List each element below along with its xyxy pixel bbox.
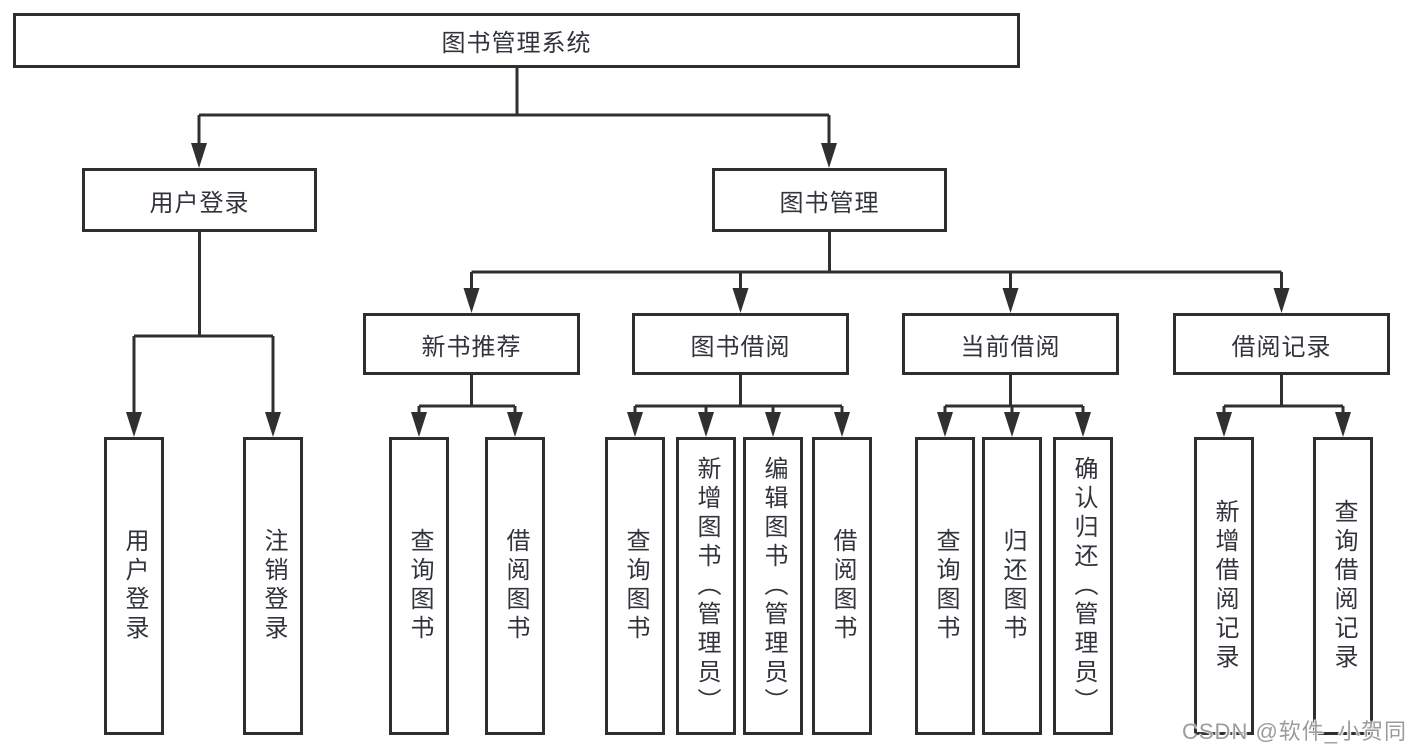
node-label: 借阅图书 — [502, 528, 529, 644]
node-label: 用户登录 — [121, 528, 148, 644]
node-book-management: 图书管理 — [712, 168, 947, 232]
node-label: 用户登录 — [149, 189, 250, 217]
node-label: 新书推荐 — [421, 333, 522, 361]
leaf-add-books-admin: 新增图书（管理员） — [676, 437, 736, 735]
leaf-return-books: 归还图书 — [982, 437, 1042, 735]
node-user-login: 用户登录 — [82, 168, 317, 232]
node-label: 归还图书 — [999, 528, 1026, 644]
node-current-borrowing: 当前借阅 — [902, 313, 1119, 375]
node-label: 确认归还（管理员） — [1070, 455, 1097, 717]
leaf-borrow-books: 借阅图书 — [812, 437, 872, 735]
leaf-query-books-borrow: 查询图书 — [605, 437, 665, 735]
node-label: 查询借阅记录 — [1330, 499, 1357, 673]
node-label: 查询图书 — [932, 528, 959, 644]
node-library-management-system: 图书管理系统 — [13, 13, 1020, 68]
leaf-add-borrow-record: 新增借阅记录 — [1194, 437, 1254, 735]
leaf-edit-books-admin: 编辑图书（管理员） — [743, 437, 803, 735]
node-label: 图书管理系统 — [441, 30, 592, 57]
node-label: 图书管理 — [779, 189, 880, 217]
node-new-book-recommendation: 新书推荐 — [363, 313, 580, 375]
leaf-query-books-recommend: 查询图书 — [389, 437, 449, 735]
node-book-borrowing: 图书借阅 — [632, 313, 849, 375]
leaf-logout: 注销登录 — [243, 437, 303, 735]
node-label: 借阅图书 — [829, 528, 856, 644]
leaf-query-borrow-record: 查询借阅记录 — [1313, 437, 1373, 735]
leaf-user-login: 用户登录 — [104, 437, 164, 735]
leaf-query-books-current: 查询图书 — [915, 437, 975, 735]
node-label: 编辑图书（管理员） — [760, 455, 787, 717]
leaf-borrow-books-recommend: 借阅图书 — [485, 437, 545, 735]
node-label: 查询图书 — [406, 528, 433, 644]
node-label: 借阅记录 — [1231, 333, 1332, 361]
node-label: 注销登录 — [260, 528, 287, 644]
node-label: 新增借阅记录 — [1211, 499, 1238, 673]
node-borrowing-records: 借阅记录 — [1173, 313, 1390, 375]
node-label: 图书借阅 — [690, 333, 791, 361]
leaf-confirm-return-admin: 确认归还（管理员） — [1053, 437, 1113, 735]
node-label: 新增图书（管理员） — [693, 455, 720, 717]
node-label: 当前借阅 — [960, 333, 1061, 361]
watermark-text: CSDN @软件_小贺同学 — [1182, 719, 1405, 744]
node-label: 查询图书 — [622, 528, 649, 644]
